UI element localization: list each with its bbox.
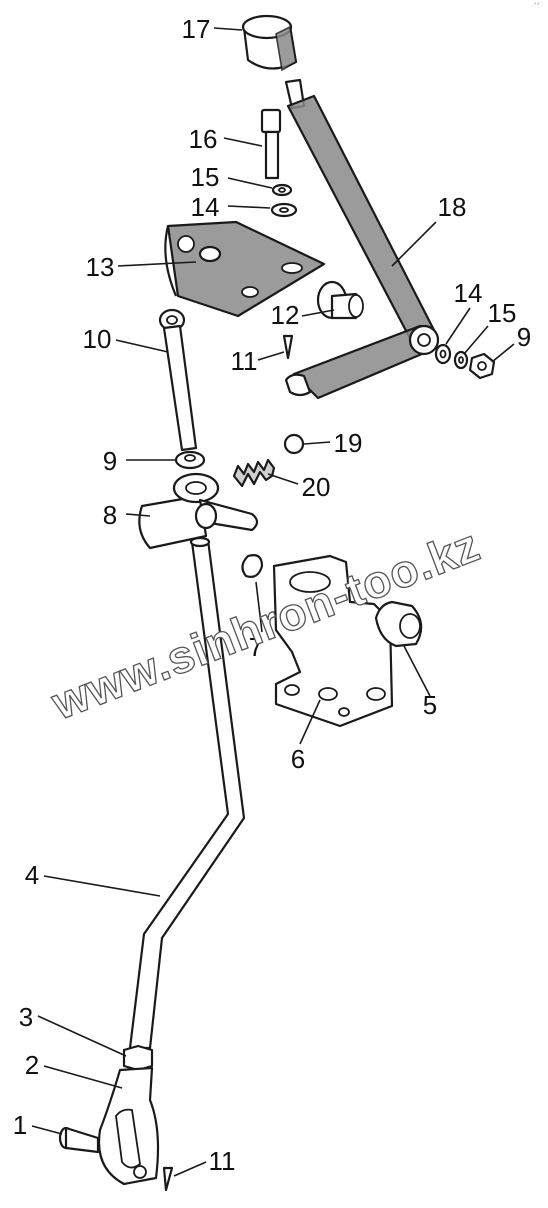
part-16-bolt bbox=[260, 108, 282, 180]
callout-3: 3 bbox=[19, 1002, 33, 1032]
callout-15-right: 15 bbox=[488, 298, 517, 328]
part-4-rod bbox=[128, 536, 246, 1050]
part-14-washer-right bbox=[434, 343, 452, 365]
part-17-knob bbox=[241, 14, 298, 72]
callout-6: 6 bbox=[291, 744, 305, 774]
callout-11-upper: 11 bbox=[231, 346, 258, 376]
part-12-bushing bbox=[316, 280, 364, 320]
callout-14-upper: 14 bbox=[191, 192, 220, 222]
leader-lines bbox=[31, 27, 515, 1177]
callout-2: 2 bbox=[25, 1050, 39, 1080]
part-18-lever bbox=[284, 78, 440, 400]
part-10-rod bbox=[158, 308, 198, 452]
callouts: 17 16 15 14 13 18 14 15 9 12 10 11 9 19 … bbox=[13, 14, 531, 1176]
part-11-cotter-pin-upper bbox=[282, 334, 294, 360]
callout-16: 16 bbox=[189, 124, 218, 154]
part-15-spring-washer-right bbox=[453, 350, 469, 370]
part-1-pin bbox=[58, 1126, 100, 1154]
part-7-circlip bbox=[241, 554, 264, 578]
callout-8: 8 bbox=[103, 500, 117, 530]
part-11-cotter-pin-lower bbox=[162, 1166, 174, 1192]
part-8-joint bbox=[138, 472, 259, 550]
callout-18: 18 bbox=[438, 192, 467, 222]
callout-7: 7 bbox=[249, 632, 263, 662]
part-9-nut-left bbox=[174, 450, 206, 470]
callout-19: 19 bbox=[334, 428, 363, 458]
corner-mark: ´´ bbox=[534, 2, 540, 12]
callout-12: 12 bbox=[271, 300, 300, 330]
part-15-spring-washer-upper bbox=[271, 183, 293, 197]
part-9-nut-right bbox=[468, 352, 496, 380]
part-5-bushing bbox=[374, 600, 423, 648]
callout-20: 20 bbox=[302, 472, 331, 502]
part-13-bracket bbox=[164, 220, 326, 318]
callout-9-left: 9 bbox=[103, 446, 117, 476]
callout-14-right: 14 bbox=[454, 278, 483, 308]
part-2-clevis bbox=[98, 1066, 160, 1186]
part-20-spring bbox=[232, 458, 276, 488]
callout-10: 10 bbox=[83, 324, 112, 354]
part-3-nut bbox=[122, 1044, 154, 1072]
part-14-washer-upper bbox=[270, 202, 298, 218]
callout-9-right: 9 bbox=[517, 322, 531, 352]
callout-15-upper: 15 bbox=[191, 162, 220, 192]
callout-1: 1 bbox=[13, 1110, 27, 1140]
callout-17: 17 bbox=[182, 14, 211, 44]
callout-5: 5 bbox=[423, 690, 437, 720]
callout-11-lower: 11 bbox=[209, 1146, 236, 1176]
callout-4: 4 bbox=[25, 860, 39, 890]
part-6-plate bbox=[272, 554, 394, 728]
callout-13: 13 bbox=[86, 252, 115, 282]
part-19-ball bbox=[283, 433, 305, 455]
